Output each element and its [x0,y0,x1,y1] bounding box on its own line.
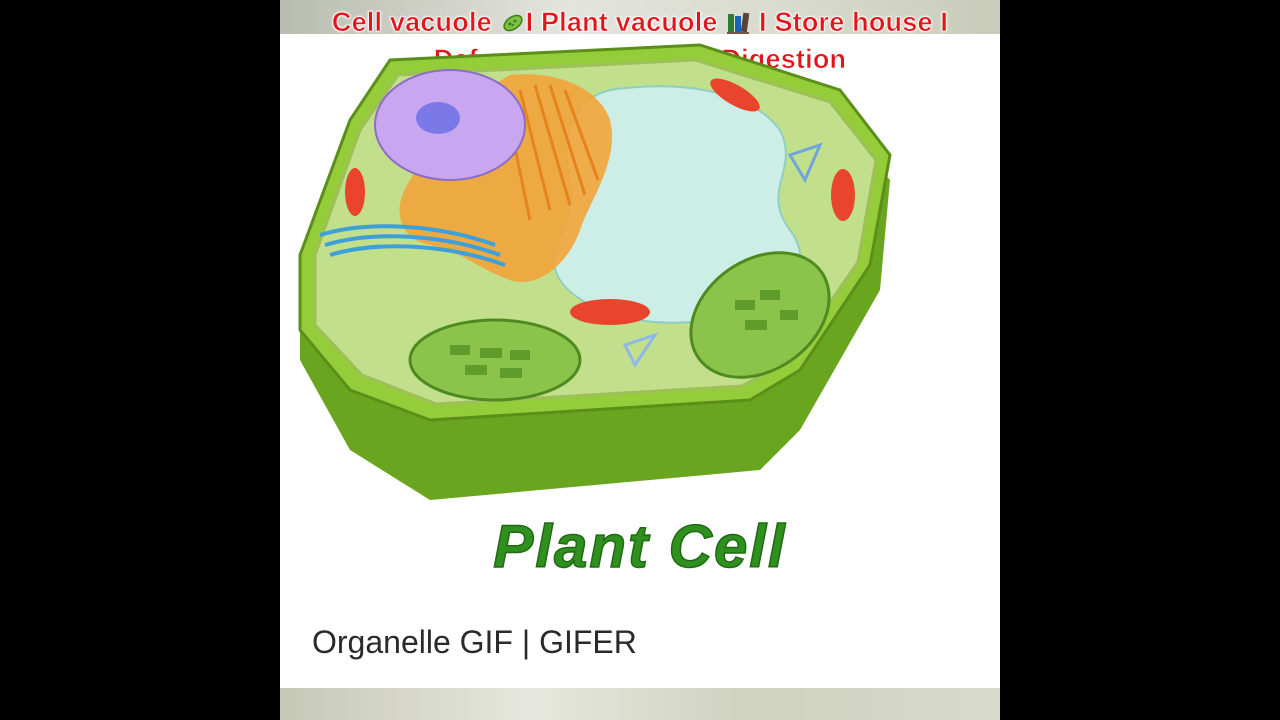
nucleolus [416,102,460,134]
mitochondrion-2 [710,78,760,112]
content-panel: Cell vacuole I Plant vacuole I Store hou… [280,0,1000,720]
centriole-2 [787,142,823,184]
chloroplast-1 [408,318,582,402]
mitochondrion-1 [345,168,365,216]
bottom-background-strip [280,688,1000,720]
caption-part-2: I Plant vacuole [525,7,726,38]
top-background-strip [280,0,1000,34]
centriole-1 [622,332,659,368]
caption-part-1: Cell vacuole [331,7,500,38]
books-icon [727,12,750,34]
microbe-icon [502,14,523,32]
chloroplast-2 [689,251,831,379]
plant-cell-label: Plant Cell [493,512,787,581]
source-caption: Organelle GIF | GIFER [312,624,637,660]
plant-cell-illustration [298,43,892,500]
endoplasmic-reticulum [319,224,506,267]
mitochondrion-4 [570,299,650,325]
mitochondrion-3 [831,169,855,221]
